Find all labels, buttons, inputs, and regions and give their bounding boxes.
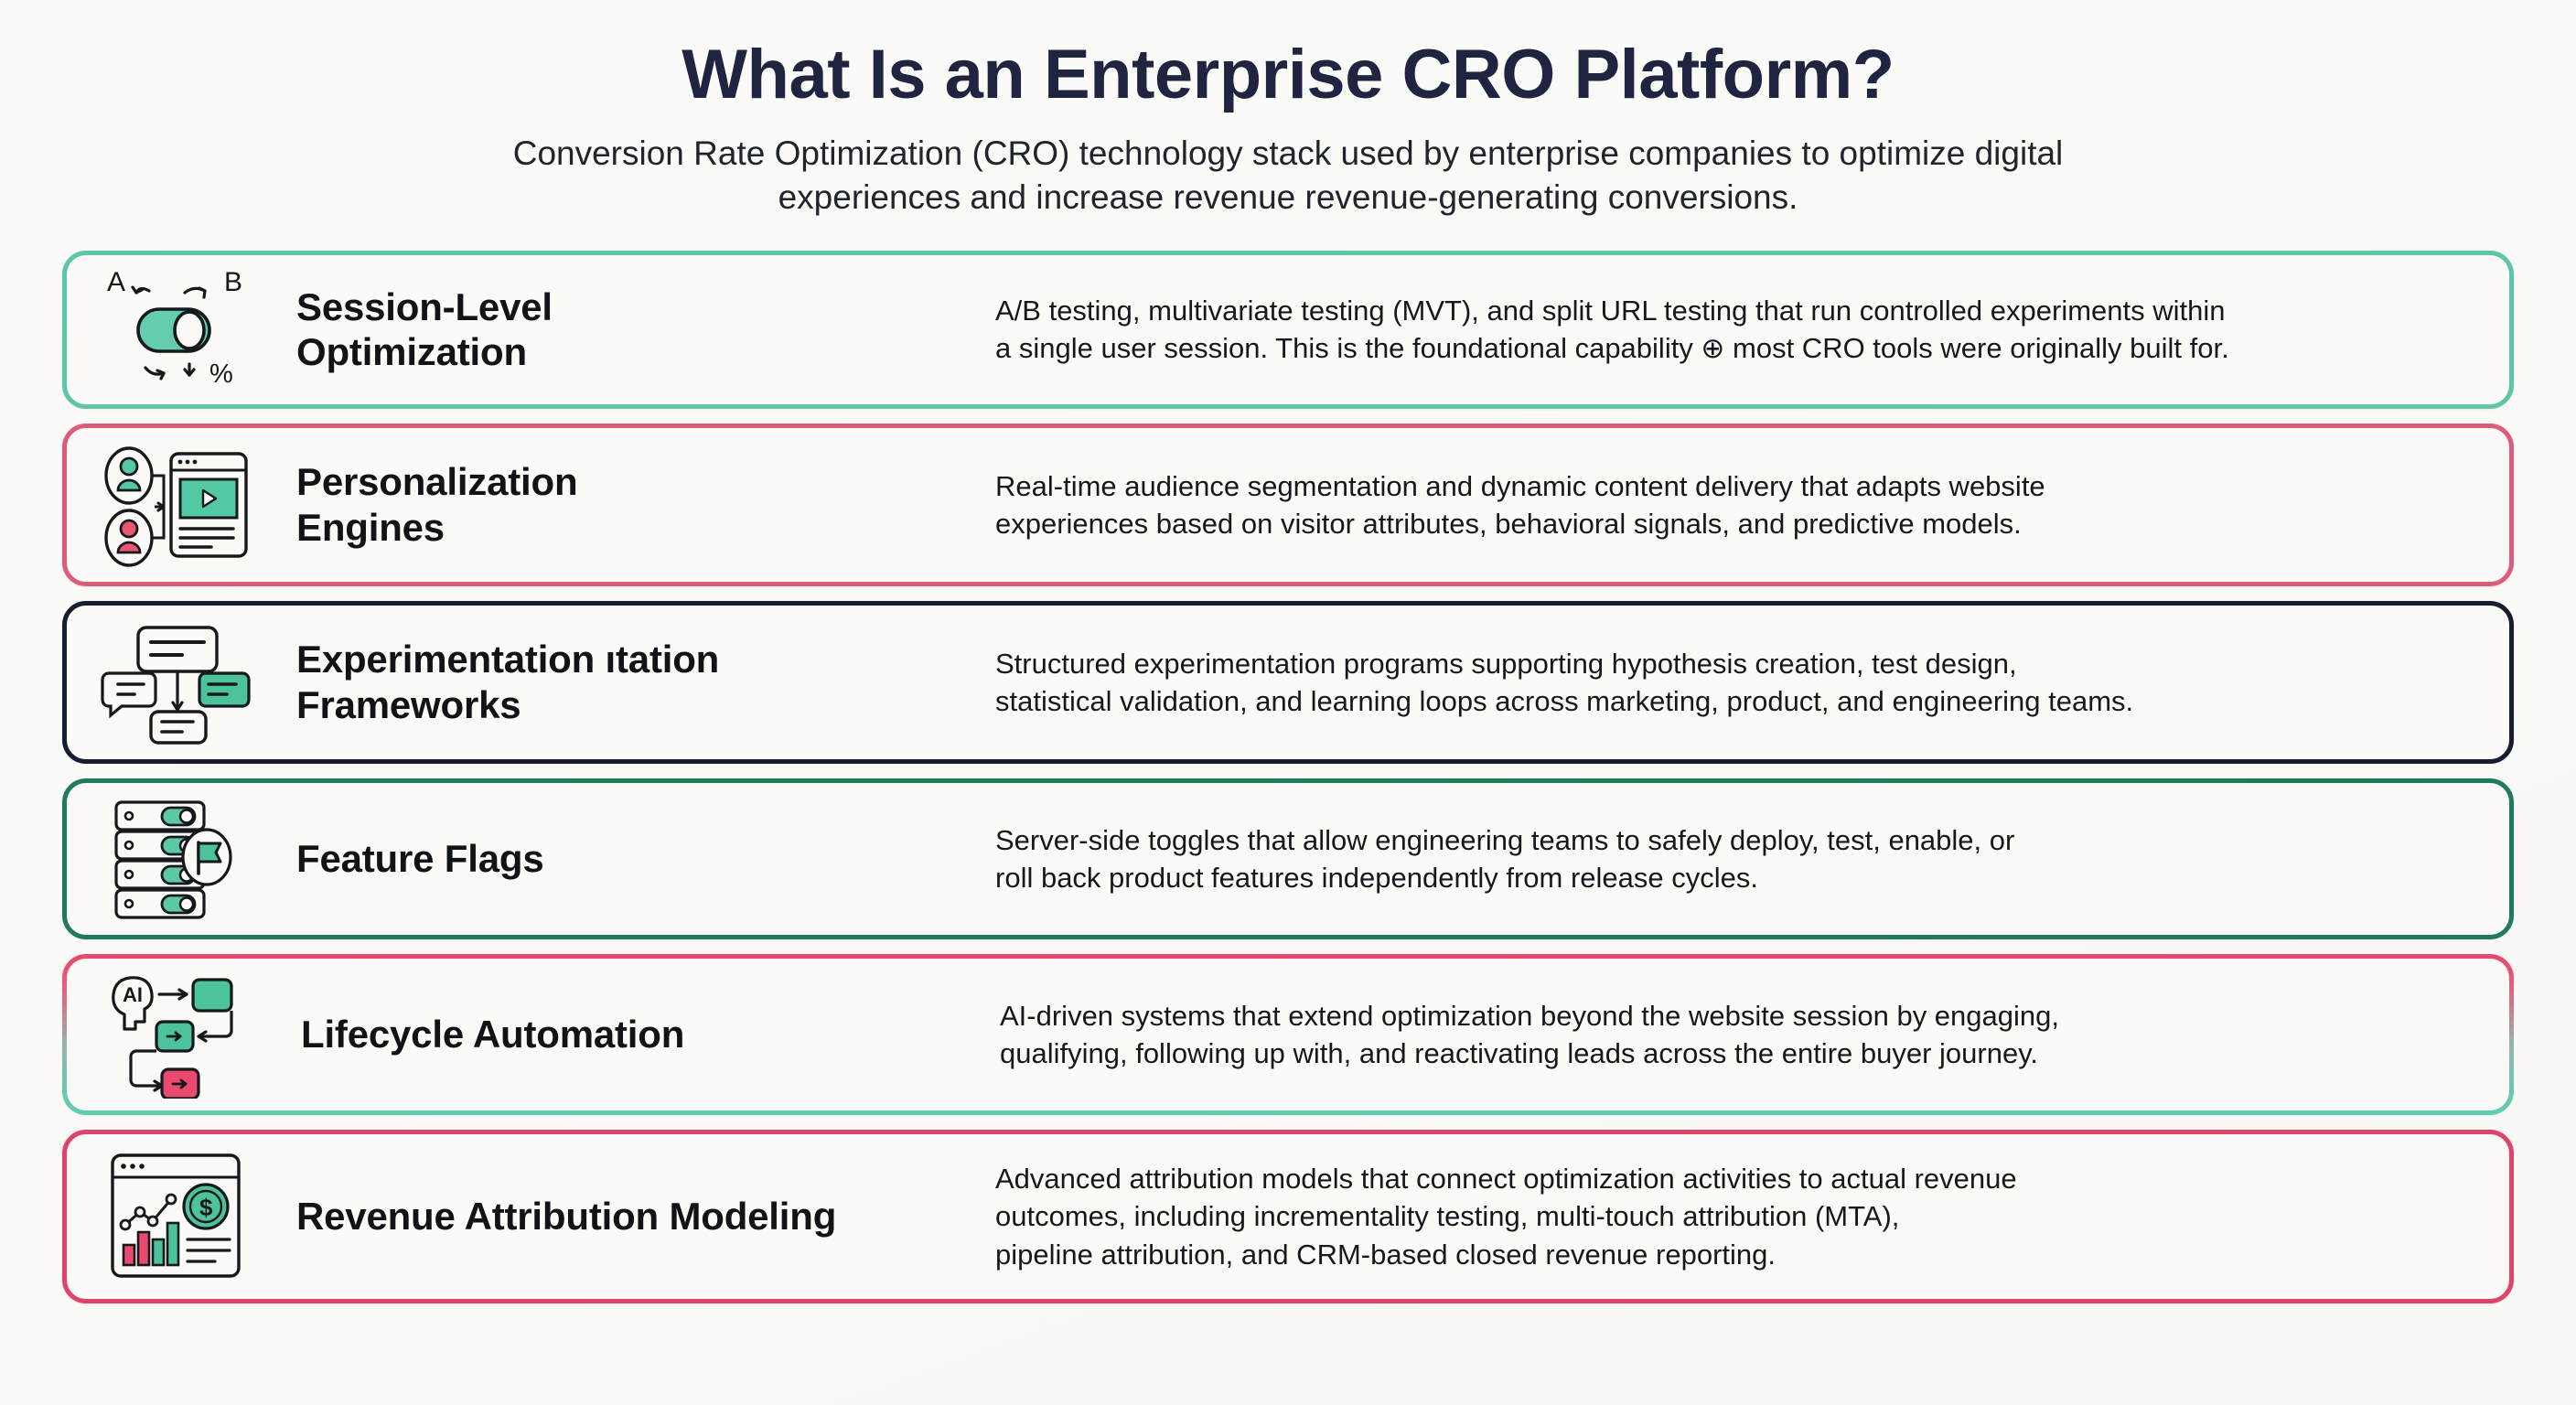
icon-label-percent: % xyxy=(209,359,233,389)
icon-label-b: B xyxy=(224,267,242,297)
ab-toggle-percent-icon: A B % xyxy=(67,255,263,404)
card-title: Experimentation ıtation Frameworks xyxy=(263,637,995,727)
card-title: Revenue Attribution Modeling xyxy=(263,1194,995,1239)
icon-label-currency: $ xyxy=(199,1194,213,1221)
desc-line: roll back product features independently… xyxy=(995,861,1758,894)
card-title: Session-Level Optimization xyxy=(263,284,995,375)
card-list: A B % Session-Level Optimizatio xyxy=(0,250,2576,1303)
card-description: Advanced attribution models that connect… xyxy=(995,1160,2509,1273)
card-lifecycle-automation[interactable]: AI Lifecycle Automation xyxy=(62,954,2514,1115)
desc-line: statistical validation, and learning loo… xyxy=(995,684,2134,717)
card-revenue-attribution-modeling[interactable]: $ Revenue Attribution Modeling Advanced … xyxy=(62,1129,2514,1303)
desc-line: experiences based on visitor attributes,… xyxy=(995,507,2022,540)
desc-line: a single user session. This is the found… xyxy=(995,332,2229,365)
card-title-line-2: Optimization xyxy=(296,330,527,374)
server-rack-flag-icon xyxy=(67,783,263,935)
card-session-level-optimization[interactable]: A B % Session-Level Optimizatio xyxy=(62,250,2514,409)
desc-line: pipeline attribution, and CRM-based clos… xyxy=(995,1238,1776,1271)
card-feature-flags[interactable]: Feature Flags Server-side toggles that a… xyxy=(62,778,2514,939)
desc-line: A/B testing, multivariate testing (MVT),… xyxy=(995,295,2226,327)
header: What Is an Enterprise CRO Platform? Conv… xyxy=(0,0,2576,220)
card-description: AI-driven systems that extend optimizati… xyxy=(1000,997,2505,1072)
card-experimentation-frameworks[interactable]: Experimentation ıtation Frameworks Struc… xyxy=(62,600,2514,764)
card-description: Server-side toggles that allow engineeri… xyxy=(995,821,2509,896)
card-title: Personalization Engines xyxy=(263,459,995,550)
card-title-line-1: Personalization xyxy=(296,460,578,504)
icon-label-a: A xyxy=(107,267,125,297)
card-title-line-2: Engines xyxy=(296,505,445,549)
card-description: Real-time audience segmentation and dyna… xyxy=(995,467,2509,542)
card-title-line-1: Lifecycle Automation xyxy=(301,1013,685,1056)
desc-line: AI-driven systems that extend optimizati… xyxy=(1000,999,2059,1032)
experiment-flow-diagram-icon xyxy=(67,606,263,759)
card-title-line-1: Session-Level xyxy=(296,284,553,328)
desc-line: Structured experimentation programs supp… xyxy=(995,647,2017,680)
card-title-line-2: Frameworks xyxy=(296,682,521,726)
card-title-line-1: Feature Flags xyxy=(296,837,544,881)
desc-line: Server-side toggles that allow engineeri… xyxy=(995,823,2015,856)
desc-line: qualifying, following up with, and react… xyxy=(1000,1036,2039,1069)
card-title-line-1: Experimentation ıtation xyxy=(296,638,720,681)
desc-line: Advanced attribution models that connect… xyxy=(995,1163,2017,1196)
desc-line: outcomes, including incrementality testi… xyxy=(995,1200,1900,1233)
icon-label-ai: AI xyxy=(123,983,143,1006)
card-title-line-1: Revenue Attribution Modeling xyxy=(296,1195,837,1239)
card-personalization-engines[interactable]: Personalization Engines Real-time audien… xyxy=(62,423,2514,586)
card-description: Structured experimentation programs supp… xyxy=(995,645,2509,720)
page-subtitle: Conversion Rate Optimization (CRO) techn… xyxy=(341,132,2235,220)
subtitle-line-2: experiences and increase revenue revenue… xyxy=(778,177,1798,216)
audience-browser-personalization-icon xyxy=(67,428,263,582)
page-title: What Is an Enterprise CRO Platform? xyxy=(682,36,1894,113)
card-title: Feature Flags xyxy=(263,836,995,882)
subtitle-line-1: Conversion Rate Optimization (CRO) techn… xyxy=(512,134,2064,172)
desc-line: Real-time audience segmentation and dyna… xyxy=(995,469,2045,502)
card-description: A/B testing, multivariate testing (MVT),… xyxy=(995,292,2509,367)
revenue-dashboard-chart-icon: $ xyxy=(67,1134,263,1299)
card-title: Lifecycle Automation xyxy=(268,1012,1000,1057)
ai-lifecycle-flow-icon: AI xyxy=(71,963,268,1106)
